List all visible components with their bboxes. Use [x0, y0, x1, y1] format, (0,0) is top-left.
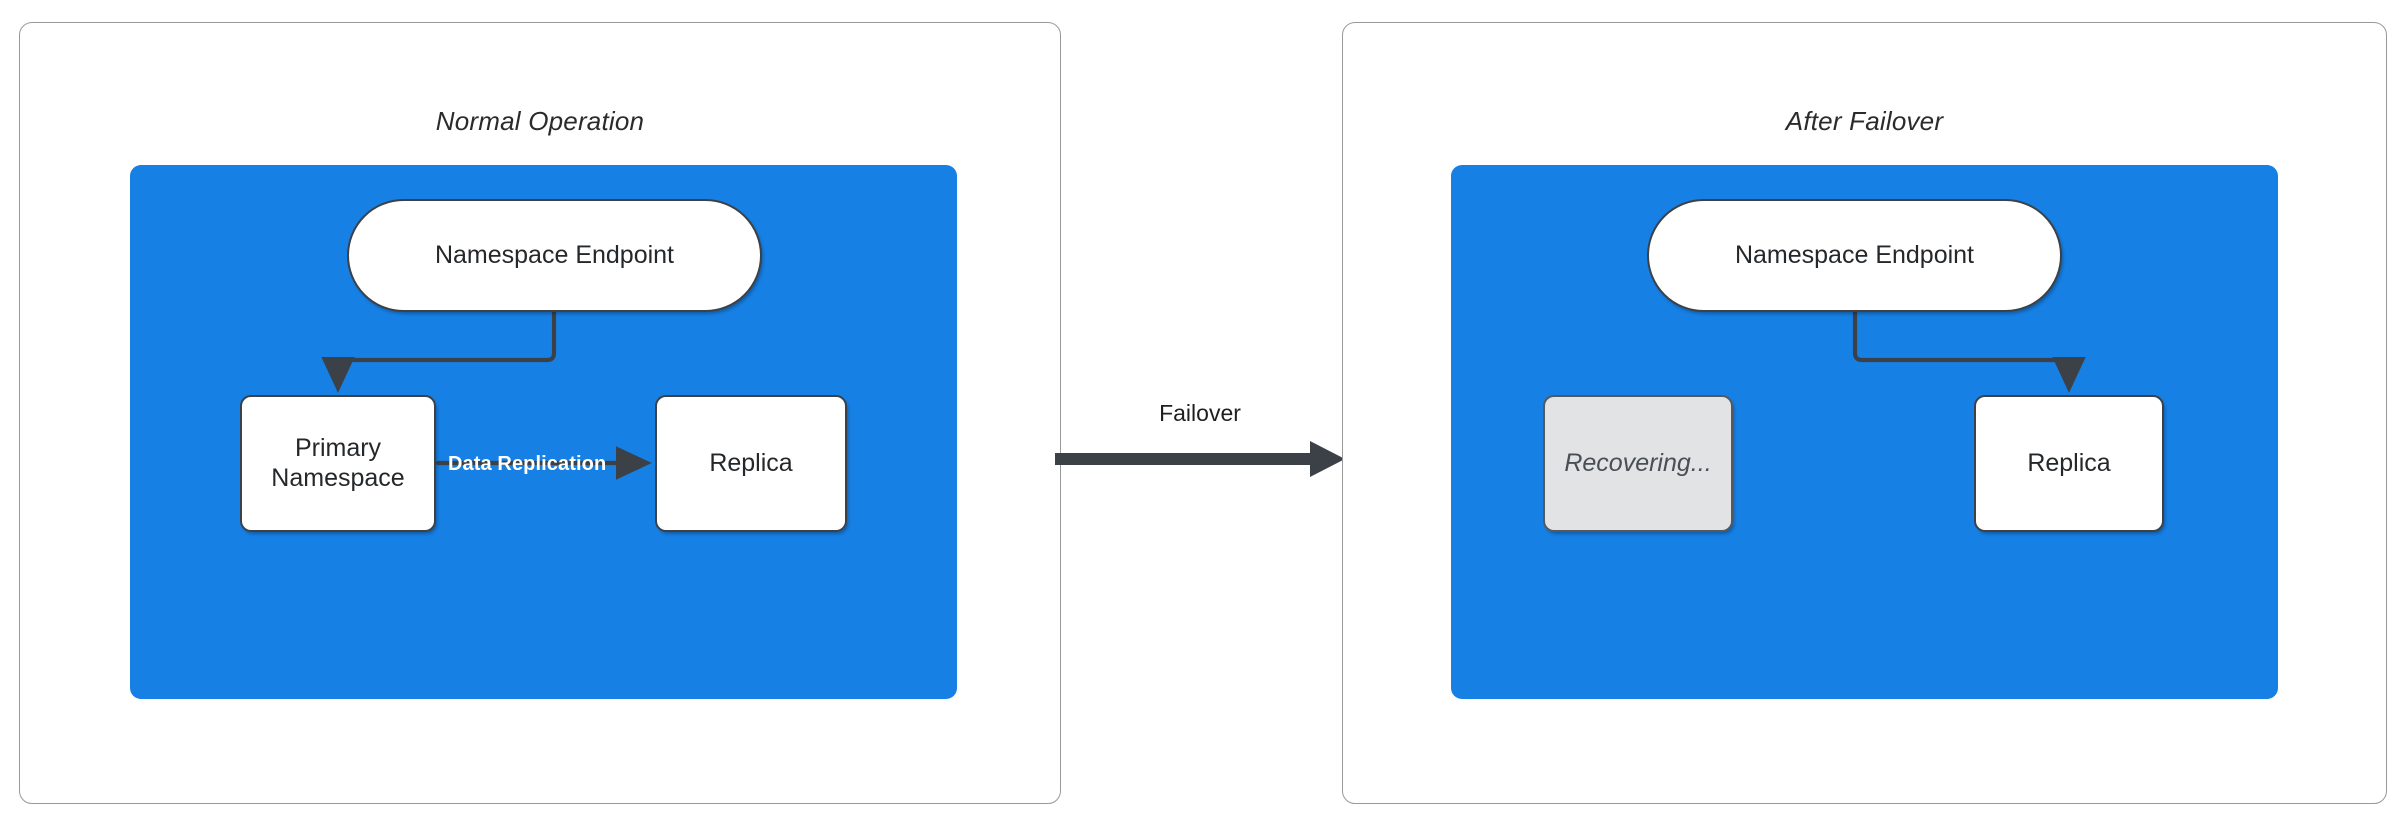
node-recovering[interactable]: Recovering... — [1543, 395, 1733, 532]
edge-endpoint-to-primary — [321, 309, 557, 393]
node-replica-left[interactable]: Replica — [655, 395, 847, 532]
node-namespace-endpoint-left[interactable]: Namespace Endpoint — [347, 199, 762, 312]
node-replica-right[interactable]: Replica — [1974, 395, 2164, 532]
panel-left-title: Normal Operation — [435, 106, 645, 136]
failover-label: Failover — [1159, 400, 1241, 426]
node-label: Recovering... — [1564, 448, 1712, 477]
edge-endpoint-to-replica — [1852, 309, 2086, 393]
node-label: Namespace Endpoint — [1734, 240, 1975, 269]
node-label: Primary Namespace — [271, 434, 405, 492]
node-namespace-endpoint-right[interactable]: Namespace Endpoint — [1647, 199, 2062, 312]
panel-right-title: After Failover — [1785, 106, 1944, 136]
node-label: Replica — [2027, 448, 2111, 477]
failover-arrow-icon — [1055, 441, 1345, 477]
failover-transition: Failover — [1055, 400, 1355, 490]
panel-after-failover: After Failover Namespace Endpoint Recove… — [1342, 22, 2387, 804]
node-label: Namespace Endpoint — [434, 240, 675, 269]
node-primary-namespace[interactable]: Primary Namespace — [240, 395, 436, 532]
blue-region-left: Data Replication Namespace Endpoint Prim… — [130, 165, 957, 699]
blue-region-right: Namespace Endpoint Recovering... Replica — [1451, 165, 2278, 699]
node-label: Replica — [709, 448, 793, 477]
panel-normal-operation: Normal Operation Data Replication — [19, 22, 1061, 804]
edge-label-data-replication: Data Replication — [448, 453, 607, 475]
